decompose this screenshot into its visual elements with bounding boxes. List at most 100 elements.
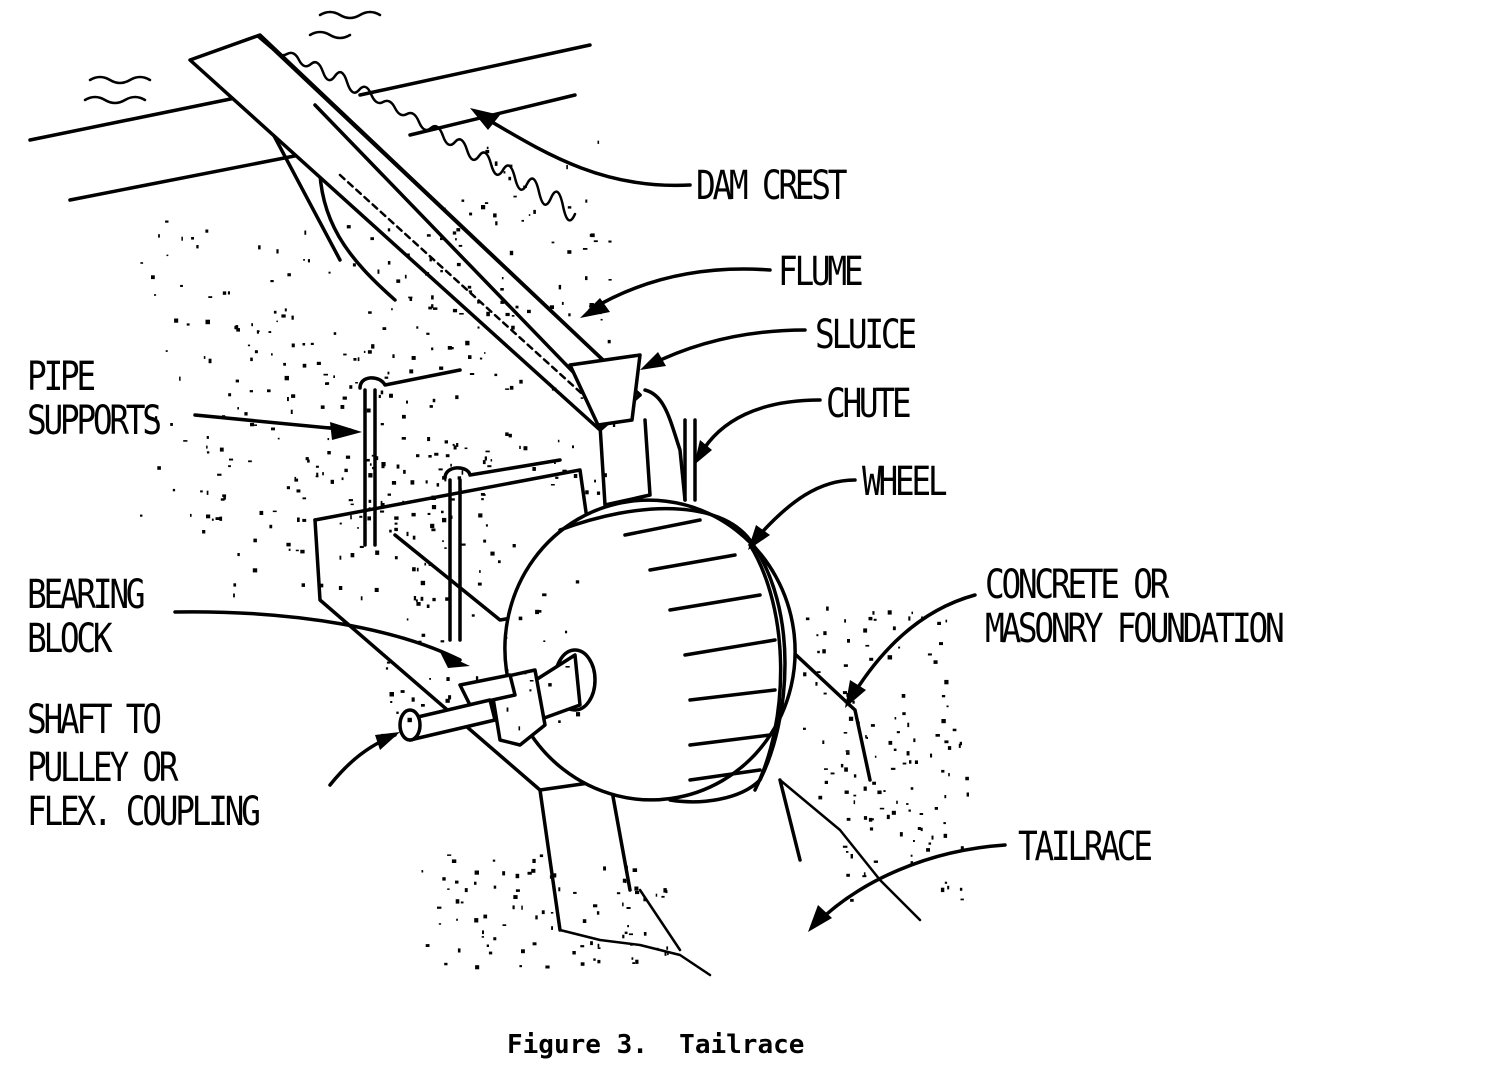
- stipple-dot: [908, 809, 911, 812]
- stipple-dot: [607, 339, 611, 344]
- stipple-dot: [315, 465, 319, 468]
- stipple-dot: [424, 562, 427, 566]
- stipple-dot: [826, 606, 829, 611]
- stipple-dot: [272, 510, 277, 513]
- label-wheel: WHEEL: [862, 459, 948, 505]
- stipple-dot: [165, 350, 168, 352]
- stipple-dot: [432, 597, 436, 602]
- stipple-dot: [667, 951, 669, 956]
- stipple-dot: [622, 902, 624, 907]
- stipple-dot: [911, 611, 913, 615]
- stipple-dot: [872, 781, 876, 785]
- stipple-dot: [355, 382, 358, 384]
- label-foundation-line1: CONCRETE OR: [985, 562, 1169, 608]
- stipple-dot: [873, 618, 877, 621]
- stipple-dot: [391, 481, 397, 485]
- label-pipe-supports-line1: PIPE: [27, 354, 96, 400]
- stipple-dot: [227, 291, 230, 295]
- stipple-dot: [486, 944, 489, 947]
- stipple-dot: [567, 206, 572, 209]
- stipple-dot: [350, 515, 352, 520]
- label-chute: CHUTE: [826, 381, 912, 427]
- stipple-dot: [394, 516, 399, 520]
- stipple-dot: [431, 495, 436, 500]
- stipple-dot: [935, 734, 940, 737]
- stipple-dot: [425, 480, 428, 484]
- stipple-dot: [428, 306, 432, 310]
- stipple-dot: [594, 479, 596, 483]
- stipple-dot: [874, 755, 877, 758]
- stipple-dot: [572, 445, 574, 449]
- stipple-dot: [237, 553, 240, 557]
- stipple-dot: [552, 873, 557, 878]
- stipple-dot: [528, 214, 531, 216]
- stipple-dot: [565, 630, 568, 634]
- stipple-dot: [551, 241, 555, 244]
- stipple-dot: [459, 487, 462, 492]
- stipple-dot: [394, 522, 398, 525]
- stipple-dot: [523, 446, 528, 451]
- dam-crest-leader: [478, 113, 692, 188]
- stipple-dot: [824, 768, 828, 770]
- stipple-dot: [276, 320, 278, 323]
- stipple-dot: [506, 669, 509, 674]
- stipple-dot: [186, 323, 190, 326]
- stipple-dot: [868, 616, 873, 621]
- stipple-dot: [233, 583, 237, 587]
- stipple-dot: [485, 149, 490, 154]
- stipple-dot: [843, 664, 848, 667]
- stipple-dot: [551, 926, 553, 930]
- stipple-dot: [291, 394, 296, 398]
- stipple-dot: [913, 738, 916, 743]
- stipple-dot: [411, 697, 415, 702]
- stipple-dot: [557, 439, 560, 443]
- stipple-dot: [215, 517, 220, 520]
- stipple-dot: [966, 792, 969, 797]
- stipple-dot: [891, 810, 896, 815]
- stipple-dot: [206, 445, 208, 449]
- stipple-dot: [844, 619, 846, 623]
- stipple-dot: [535, 915, 538, 920]
- stipple-dot: [434, 452, 439, 456]
- stipple-dot: [357, 527, 359, 529]
- stipple-dot: [457, 948, 461, 953]
- stipple-dot: [429, 257, 432, 262]
- stipple-dot: [502, 871, 506, 876]
- stipple-dot: [439, 366, 444, 370]
- stipple-dot: [625, 865, 628, 870]
- label-sluice: SLUICE: [815, 312, 917, 358]
- stipple-dot: [959, 887, 963, 891]
- stipple-dot: [320, 405, 325, 409]
- stipple-dot: [893, 748, 897, 751]
- stipple-dot: [367, 516, 371, 521]
- stipple-dot: [582, 919, 587, 923]
- stipple-dot: [458, 244, 463, 247]
- stipple-dot: [205, 319, 210, 325]
- stipple-dot: [276, 249, 279, 254]
- stipple-dot: [237, 407, 239, 410]
- stipple-dot: [500, 288, 504, 291]
- stipple-dot: [384, 376, 389, 379]
- label-pipe-supports-line2: SUPPORTS: [27, 398, 162, 444]
- stipple-dot: [853, 794, 857, 797]
- stipple-dot: [539, 698, 541, 701]
- stipple-dot: [863, 872, 866, 877]
- foundation-leader: [848, 593, 977, 702]
- stipple-dot: [349, 385, 353, 389]
- stipple-dot: [325, 382, 330, 385]
- stipple-dot: [943, 822, 946, 825]
- stipple-dot: [247, 344, 251, 347]
- stipple-dot: [844, 767, 848, 772]
- stipple-dot: [437, 906, 442, 909]
- stipple-dot: [374, 587, 379, 592]
- stipple-dot: [411, 512, 416, 517]
- stipple-dot: [322, 472, 324, 476]
- stipple-dot: [475, 676, 479, 681]
- stipple-dot: [371, 344, 375, 349]
- stipple-dot: [251, 323, 253, 327]
- stipple-dot: [228, 393, 232, 397]
- stipple-dot: [427, 437, 431, 442]
- stipple-dot: [485, 450, 490, 453]
- stipple-dot: [302, 363, 307, 368]
- stipple-dot: [425, 272, 430, 276]
